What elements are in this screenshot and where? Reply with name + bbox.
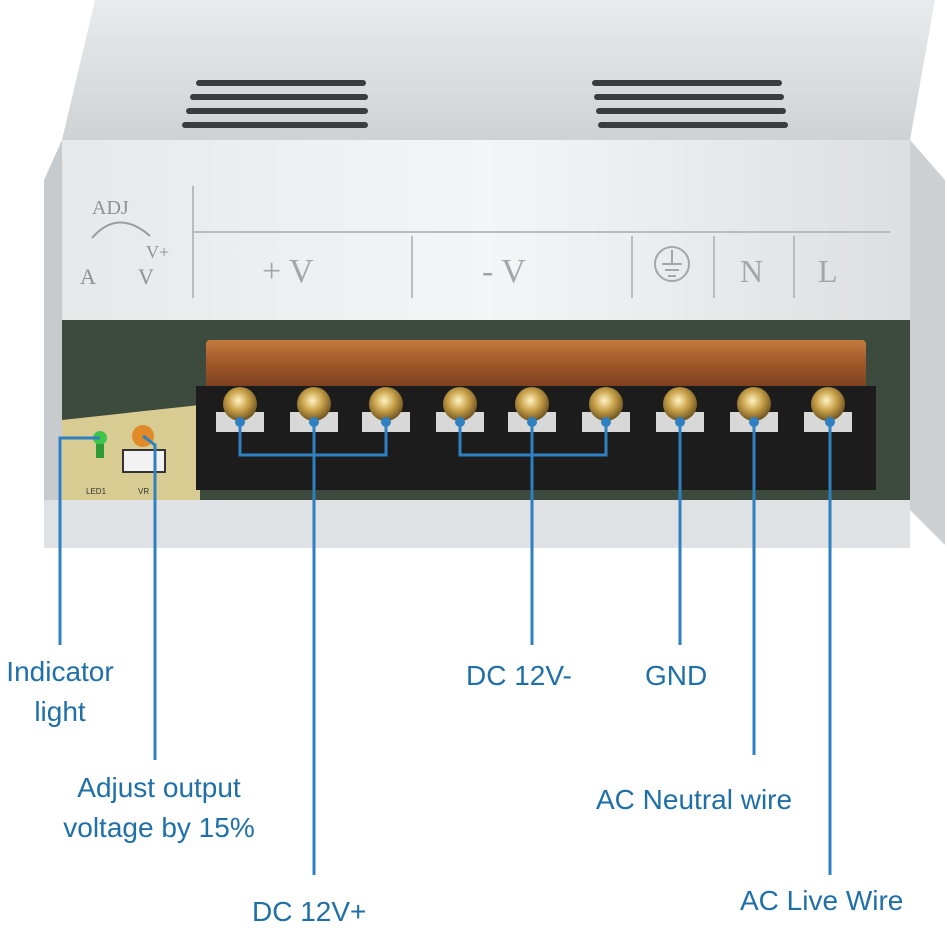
callout-adjust-voltage: Adjust output voltage by 15% xyxy=(63,772,255,843)
front-panel: ADJ A V V+ + V - V N L xyxy=(62,140,910,320)
leader-indicator xyxy=(58,436,100,645)
callout-gnd: GND xyxy=(645,660,708,691)
led-silk: LED1 xyxy=(86,487,107,496)
adj-label: ADJ xyxy=(92,197,129,219)
vr-silk: VR xyxy=(138,487,149,496)
terminal-block xyxy=(196,386,876,490)
case-left-wall xyxy=(44,140,62,545)
case-top xyxy=(62,0,935,140)
case-bottom-edge xyxy=(44,500,910,548)
callout-ac-live: AC Live Wire xyxy=(740,885,904,916)
callout-dc-plus: DC 12V+ xyxy=(252,896,367,927)
leader-lines xyxy=(58,422,832,875)
callout-ac-neutral: AC Neutral wire xyxy=(596,784,793,815)
a-label: A xyxy=(80,264,96,289)
leader-adjust xyxy=(142,434,157,760)
ground-symbol-icon xyxy=(654,246,690,282)
vent-left xyxy=(182,80,368,128)
plus-v-label: + V xyxy=(262,253,314,290)
adj-arc xyxy=(91,221,151,239)
pcb-board: LED1 VR xyxy=(62,405,200,500)
v-plus-label: V+ xyxy=(146,242,169,262)
case-right-wall xyxy=(910,140,945,545)
vent-right xyxy=(592,80,788,128)
v-label: V xyxy=(138,264,154,289)
leader-dots xyxy=(235,417,835,427)
n-label: N xyxy=(740,253,763,289)
terminal-screws xyxy=(216,387,852,432)
callout-dc-minus: DC 12V- xyxy=(466,660,572,691)
l-label: L xyxy=(818,253,838,289)
minus-v-label: - V xyxy=(482,253,526,290)
callout-indicator-light: Indicator light xyxy=(6,656,114,727)
terminal-cover-strip xyxy=(206,340,866,388)
